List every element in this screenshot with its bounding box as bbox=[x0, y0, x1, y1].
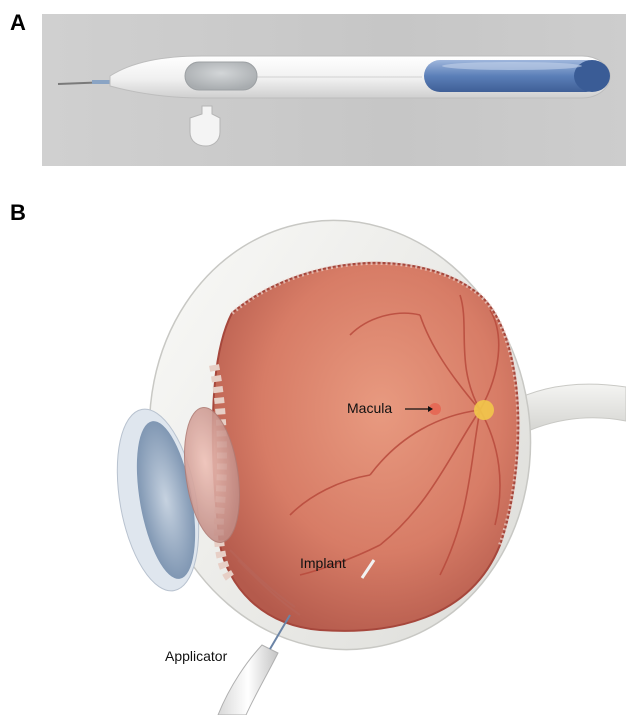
device-photo bbox=[42, 14, 626, 166]
applicator-label: Applicator bbox=[165, 648, 227, 664]
implant-label: Implant bbox=[300, 555, 346, 571]
needle-tip-blue bbox=[92, 80, 112, 84]
device-button bbox=[185, 62, 257, 90]
panel-label-a: A bbox=[10, 10, 26, 36]
eye-illustration bbox=[0, 215, 626, 715]
macula-label: Macula bbox=[347, 400, 392, 416]
retina bbox=[213, 263, 519, 631]
optic-disc bbox=[474, 400, 494, 420]
